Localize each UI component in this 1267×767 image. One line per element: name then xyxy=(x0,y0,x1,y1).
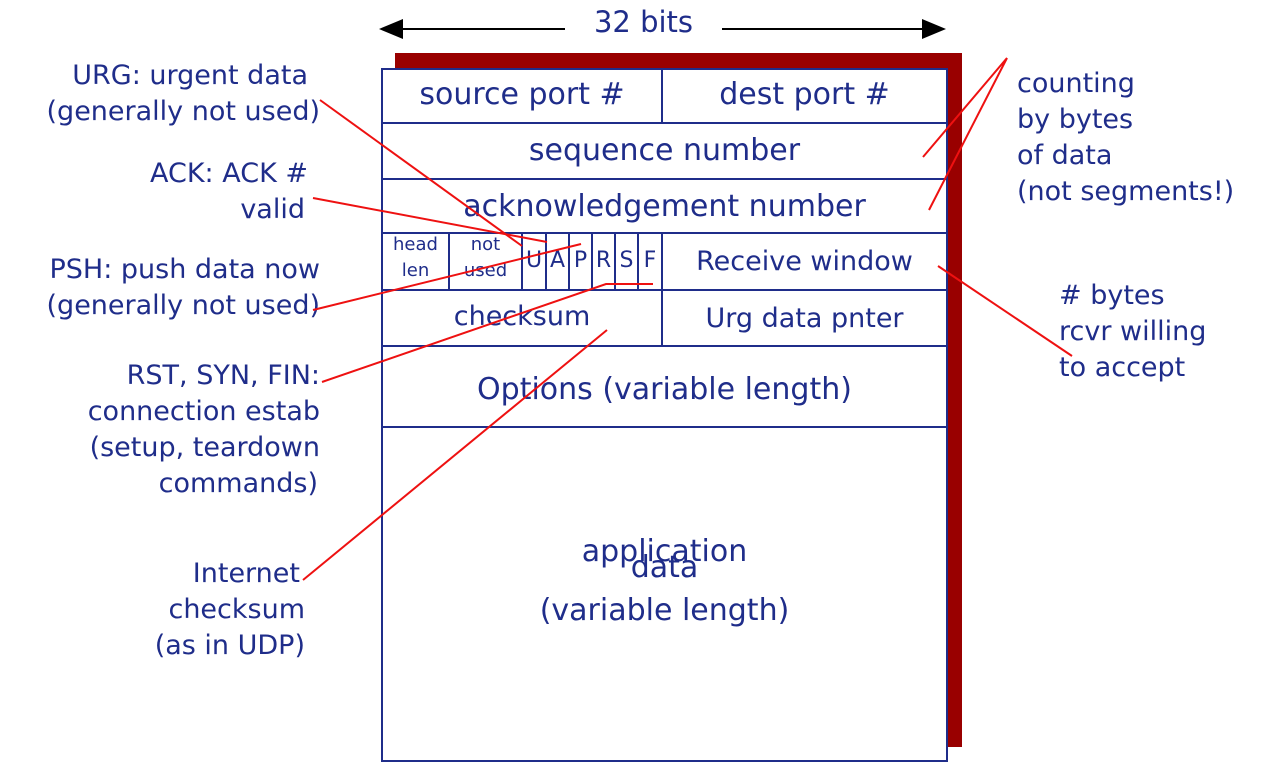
col-divider xyxy=(591,232,593,290)
col-divider xyxy=(661,232,663,347)
width-label: 32 bits xyxy=(593,5,694,39)
row-divider xyxy=(381,178,948,180)
counting-annotation-line-4: (not segments!) xyxy=(1017,176,1235,207)
checksum-field: checksum xyxy=(453,301,591,332)
flag-f: F xyxy=(643,248,657,273)
sequence-number-field: sequence number xyxy=(528,133,801,168)
col-divider xyxy=(614,232,616,290)
checksum-annotation-line-2: checksum xyxy=(168,594,305,625)
flag-r: R xyxy=(595,248,612,273)
urg-pointer-field: Urg data pnter xyxy=(705,303,904,334)
app-data-line-2: data xyxy=(630,550,699,585)
psh-annotation-line-2: (generally not used) xyxy=(46,290,320,321)
options-field: Options (variable length) xyxy=(477,372,852,407)
rst-annotation-line-3: (setup, teardown xyxy=(89,432,320,463)
row-divider xyxy=(381,289,948,291)
receive-window-field: Receive window xyxy=(696,246,913,277)
row-divider xyxy=(381,232,948,234)
rcvr-annotation-line-1: # bytes xyxy=(1059,280,1165,311)
col-divider xyxy=(637,232,639,290)
head-len-label-1: head xyxy=(393,234,438,255)
checksum-annotation-line-1: Internet xyxy=(192,558,300,589)
rst-annotation-line-2: connection estab xyxy=(87,396,320,427)
counting-annotation-line-1: counting xyxy=(1017,68,1135,99)
flag-p: P xyxy=(573,248,588,273)
source-port-field: source port # xyxy=(419,77,625,112)
counting-annotation-line-3: of data xyxy=(1017,140,1113,171)
tcp-segment-box xyxy=(381,68,948,762)
ack-number-field: acknowledgement number xyxy=(463,189,866,224)
row-divider xyxy=(381,426,948,428)
col-divider xyxy=(661,68,663,124)
dest-port-field: dest port # xyxy=(719,77,890,112)
urg-annotation-line-1: URG: urgent data xyxy=(72,60,308,91)
ack-annotation-line-1: ACK: ACK # xyxy=(150,158,308,189)
row-divider xyxy=(381,122,948,124)
ack-annotation-line-2: valid xyxy=(240,194,305,225)
rcvr-annotation-line-3: to accept xyxy=(1059,352,1186,383)
rst-annotation-line-1: RST, SYN, FIN: xyxy=(126,360,320,391)
not-used-label-2: used xyxy=(463,260,508,281)
rst-annotation-line-4: commands) xyxy=(158,468,318,499)
urg-annotation-line-2: (generally not used) xyxy=(46,96,320,127)
checksum-annotation-line-3: (as in UDP) xyxy=(154,630,305,661)
counting-annotation-line-2: by bytes xyxy=(1017,104,1134,135)
head-len-label-2: len xyxy=(401,260,430,281)
app-data-line-1: application xyxy=(581,534,748,569)
not-used-label-1: not xyxy=(470,234,501,255)
flag-a: A xyxy=(549,248,566,273)
rcvr-annotation-line-2: rcvr willing xyxy=(1059,316,1207,347)
app-data-line-3: (variable length) xyxy=(539,593,790,628)
psh-annotation-line-1: PSH: push data now xyxy=(49,254,320,285)
flag-s: S xyxy=(619,248,634,273)
row-divider xyxy=(381,345,948,347)
flag-u: U xyxy=(525,248,543,273)
